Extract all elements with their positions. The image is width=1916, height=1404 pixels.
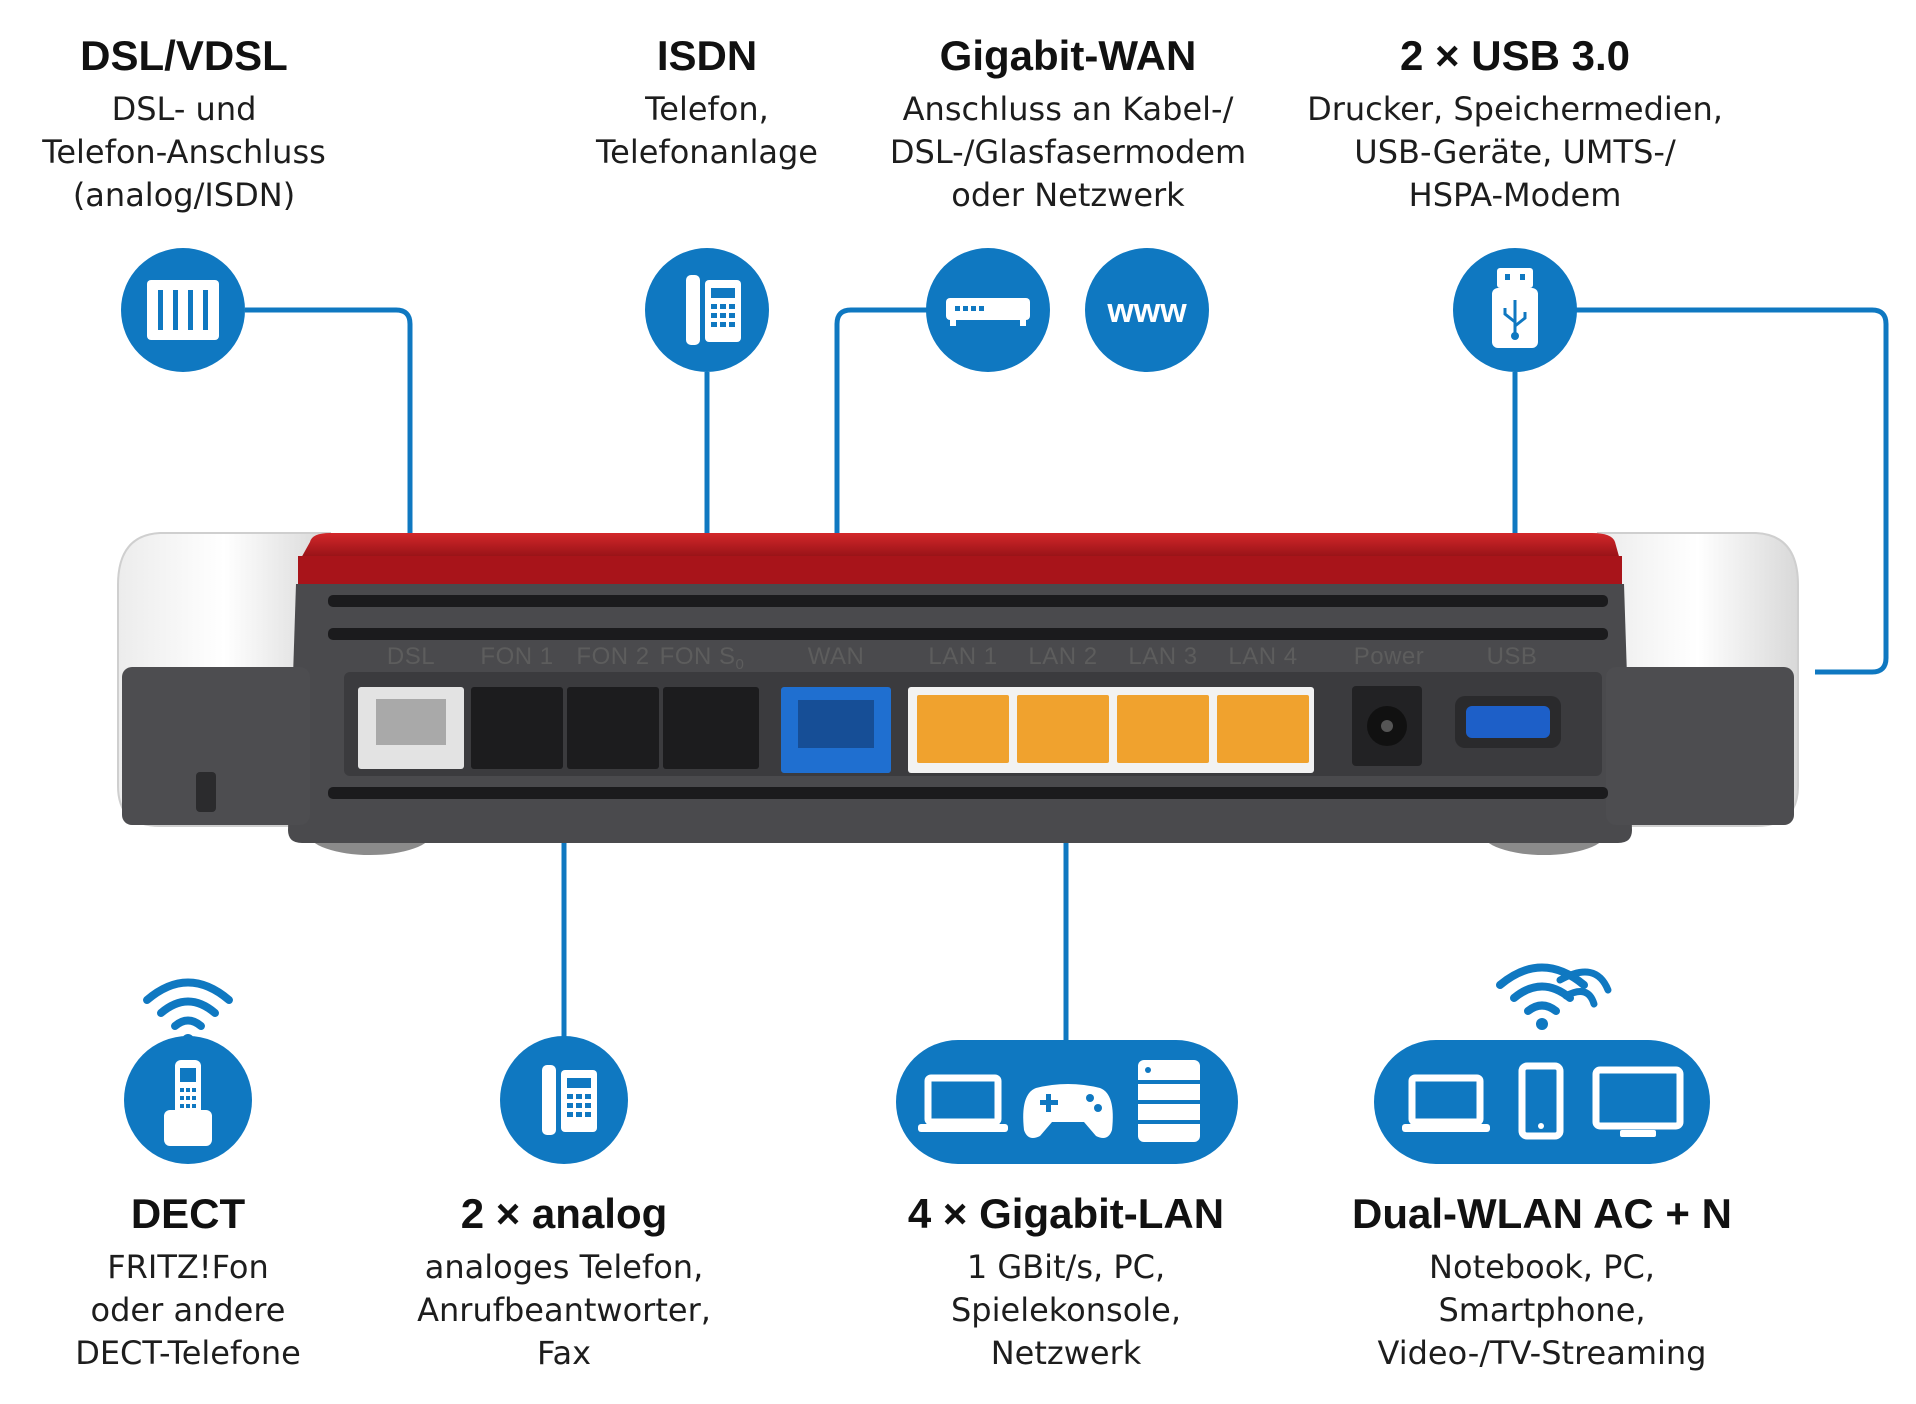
feature-analog-description: analoges Telefon, Anrufbeantworter, Fax: [344, 1246, 784, 1375]
feature-lan-description: 1 GBit/s, PC, Spielekonsole, Netzwerk: [846, 1246, 1286, 1375]
dsl-splitter-icon: [121, 248, 245, 372]
fon2-port: [567, 687, 659, 769]
feature-dect-description: FRITZ!Fon oder andere DECT-Telefone: [0, 1246, 408, 1375]
port-label-usb: USB: [1487, 643, 1538, 670]
usb-connector-side: [1576, 307, 1889, 675]
feature-wan-line: Anschluss an Kabel-/: [902, 90, 1234, 128]
feature-analog-title: 2 × analog: [460, 1190, 668, 1237]
feature-wan: Gigabit-WAN Anschluss an Kabel-/ DSL-/Gl…: [848, 30, 1288, 217]
feature-usb-description: Drucker, Speichermedien, USB-Geräte, UMT…: [1295, 88, 1735, 217]
gamepad-icon: [1023, 1084, 1113, 1138]
port-label-fon1: FON 1: [480, 643, 553, 670]
fons0-port: [663, 687, 759, 769]
feature-dect: DECT FRITZ!Fon oder andere DECT-Telefone: [0, 1188, 408, 1375]
port-labels: DSL FON 1 FON 2 FON S0 WAN LAN 1 LAN 2 L…: [387, 643, 1538, 673]
www-icon: www: [1085, 248, 1209, 372]
feature-wan-line: oder Netzwerk: [951, 176, 1185, 214]
feature-usb: 2 × USB 3.0 Drucker, Speichermedien, USB…: [1295, 30, 1735, 217]
feature-wan-description: Anschluss an Kabel-/ DSL-/Glasfasermodem…: [848, 88, 1288, 217]
feature-dect-line: FRITZ!Fon: [107, 1248, 269, 1286]
feature-dsl-line: DSL- und: [111, 90, 257, 128]
port-label-lan1: LAN 1: [928, 643, 997, 670]
feature-isdn-description: Telefon, Telefonanlage: [487, 88, 927, 174]
feature-dsl-line: Telefon-Anschluss: [42, 133, 326, 171]
port-label-fons0-sub: 0: [736, 656, 745, 673]
feature-dect-line: oder andere: [90, 1291, 286, 1329]
lan1-port: [917, 695, 1009, 763]
laptop-icon: [1402, 1074, 1490, 1132]
port-label-fons0: FON S0: [660, 643, 745, 673]
lan2-port: [1017, 695, 1109, 763]
wan-connector: [834, 307, 932, 660]
feature-isdn-title: ISDN: [656, 32, 758, 79]
usb-stick-icon: [1453, 248, 1577, 372]
router-red-band: [298, 556, 1622, 584]
modem-icon: [926, 248, 1050, 372]
feature-dsl-line: (analog/ISDN): [72, 176, 296, 214]
feature-lan-title: 4 × Gigabit-LAN: [907, 1190, 1225, 1237]
laptop-icon: [918, 1074, 1008, 1132]
router-vents: [328, 595, 1608, 799]
feature-isdn-line: Telefon,: [645, 90, 769, 128]
cordless-phone-icon: [124, 1036, 252, 1164]
feature-lan: 4 × Gigabit-LAN 1 GBit/s, PC, Spielekons…: [846, 1188, 1286, 1375]
port-label-dsl: DSL: [387, 643, 435, 670]
feature-wan-line: DSL-/Glasfasermodem: [889, 133, 1247, 171]
smartphone-icon: [1518, 1062, 1564, 1140]
feature-isdn-line: Telefonanlage: [596, 133, 818, 171]
server-icon: [1138, 1060, 1200, 1142]
wlan-devices-pill: [1374, 1040, 1710, 1164]
lan3-port: [1117, 695, 1209, 763]
feature-wlan-description: Notebook, PC, Smartphone, Video-/TV-Stre…: [1312, 1246, 1772, 1375]
feature-lan-line: Spielekonsole,: [950, 1291, 1182, 1329]
fon1-port: [471, 687, 563, 769]
feature-dsl-description: DSL- und Telefon-Anschluss (analog/ISDN): [0, 88, 404, 217]
lan-port-block: [908, 687, 1314, 773]
port-label-lan3: LAN 3: [1128, 643, 1197, 670]
feature-wlan-line: Video-/TV-Streaming: [1377, 1334, 1707, 1372]
feature-usb-title: 2 × USB 3.0: [1400, 32, 1630, 79]
feature-analog: 2 × analog analoges Telefon, Anrufbeantw…: [344, 1188, 784, 1375]
feature-wlan: Dual-WLAN AC + N Notebook, PC, Smartphon…: [1312, 1188, 1772, 1375]
port-label-fons0-main: FON S: [660, 643, 736, 670]
www-label: www: [1106, 292, 1187, 330]
router-red-top: [300, 533, 1620, 560]
port-label-lan4: LAN 4: [1228, 643, 1297, 670]
feature-analog-line: analoges Telefon,: [424, 1248, 704, 1286]
router-cable-clip: [196, 772, 216, 812]
feature-usb-line: HSPA-Modem: [1408, 176, 1622, 214]
desk-phone-icon: [645, 248, 769, 372]
feature-usb-line: Drucker, Speichermedien,: [1307, 90, 1723, 128]
wifi-signal-icon-wlan: [1496, 963, 1612, 1030]
feature-isdn: ISDN Telefon, Telefonanlage: [487, 30, 927, 174]
analog-desk-phone-icon: [500, 1036, 628, 1164]
feature-wlan-line: Notebook, PC,: [1429, 1248, 1655, 1286]
router: DSL FON 1 FON 2 FON S0 WAN LAN 1 LAN 2 L…: [117, 532, 1799, 855]
port-label-wan: WAN: [808, 643, 865, 670]
router-side-block-right: [1606, 667, 1794, 825]
feature-analog-line: Anrufbeantworter,: [417, 1291, 711, 1329]
feature-wlan-line: Smartphone,: [1438, 1291, 1646, 1329]
feature-wlan-title: Dual-WLAN AC + N: [1352, 1190, 1732, 1237]
feature-dect-title: DECT: [130, 1190, 246, 1237]
feature-lan-line: 1 GBit/s, PC,: [966, 1248, 1166, 1286]
dsl-connector: [245, 307, 413, 660]
feature-lan-line: Netzwerk: [990, 1334, 1142, 1372]
router-ports: [358, 686, 1561, 773]
router-side-block-left: [122, 667, 310, 825]
lan-devices-pill: [896, 1040, 1238, 1164]
feature-analog-line: Fax: [536, 1334, 591, 1372]
port-label-fon2: FON 2: [576, 643, 649, 670]
feature-dsl-title: DSL/VDSL: [80, 32, 288, 79]
lan4-port: [1217, 695, 1309, 763]
port-label-lan2: LAN 2: [1028, 643, 1097, 670]
feature-wan-title: Gigabit-WAN: [939, 32, 1197, 79]
monitor-icon: [1592, 1066, 1684, 1137]
feature-dect-line: DECT-Telefone: [75, 1334, 301, 1372]
port-label-power: Power: [1354, 643, 1425, 670]
feature-dsl: DSL/VDSL DSL- und Telefon-Anschluss (ana…: [0, 30, 404, 217]
feature-usb-line: USB-Geräte, UMTS-/: [1354, 133, 1676, 171]
